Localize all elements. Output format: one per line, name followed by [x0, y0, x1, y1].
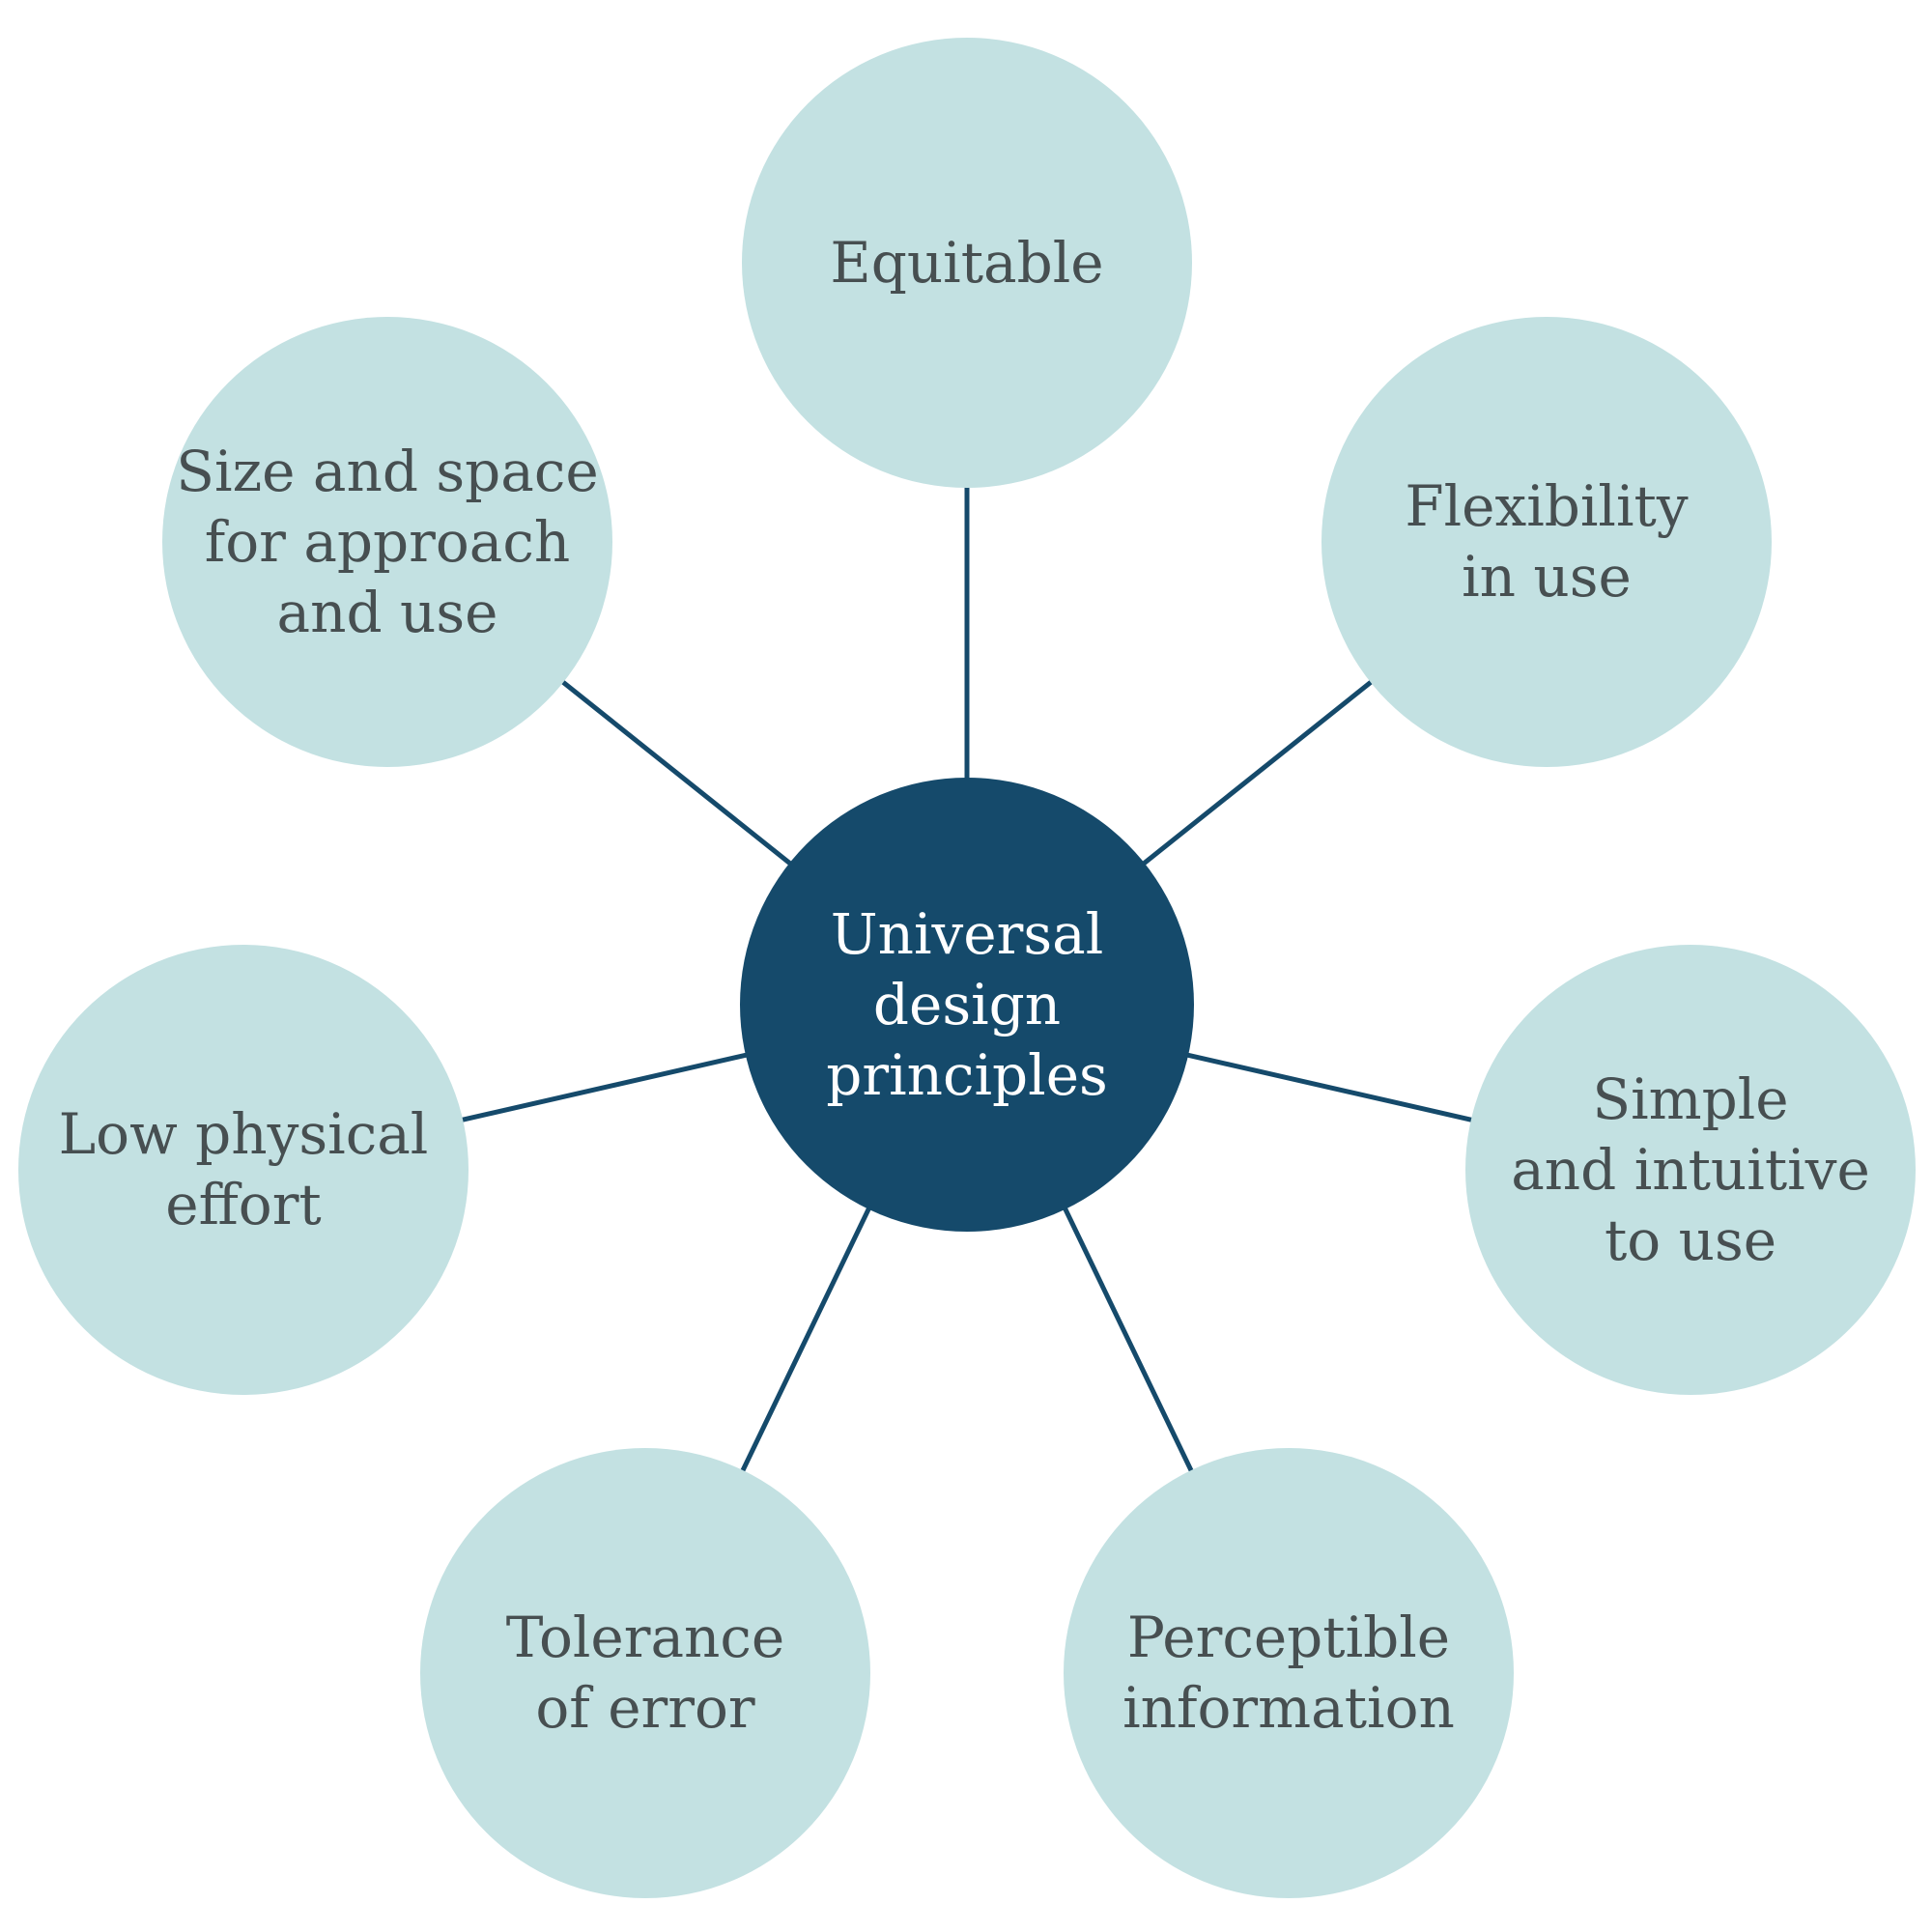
center-label-line: principles [826, 1041, 1108, 1108]
center-node-universal-design-principles: Universal design principles [740, 778, 1194, 1232]
node-label-line: to use [1604, 1207, 1777, 1273]
node-equitable: Equitable [742, 38, 1192, 488]
node-low-physical-effort: Low physical effort [18, 945, 469, 1395]
node-label-line: Size and space [176, 438, 599, 504]
node-simple-and-intuitive-to-use: Simple and intuitive to use [1465, 945, 1916, 1395]
node-label-line: and intuitive [1511, 1136, 1870, 1203]
node-perceptible-information: Perceptible information [1064, 1448, 1514, 1898]
node-label-line: of error [535, 1675, 755, 1741]
node-label-line: in use [1462, 544, 1632, 610]
node-label-line: effort [165, 1172, 322, 1237]
node-flexibility-in-use: Flexibility in use [1321, 317, 1772, 767]
node-label-line: Perceptible [1126, 1605, 1451, 1670]
center-label-line: design [872, 971, 1062, 1037]
node-size-and-space-for-approach-and-use: Size and space for approach and use [162, 317, 612, 767]
node-label-line: information [1122, 1675, 1455, 1741]
node-label-line: Equitable [830, 229, 1104, 296]
center-label-line: Universal [830, 900, 1104, 967]
node-label-line: Low physical [58, 1101, 429, 1167]
node-label-line: Flexibility [1405, 473, 1689, 539]
node-label-line: Simple [1592, 1065, 1789, 1132]
node-label-line: and use [276, 579, 498, 645]
node-tolerance-of-error: Tolerance of error [420, 1448, 870, 1898]
node-label-line: for approach [204, 508, 571, 575]
node-label-line: Tolerance [505, 1605, 785, 1670]
